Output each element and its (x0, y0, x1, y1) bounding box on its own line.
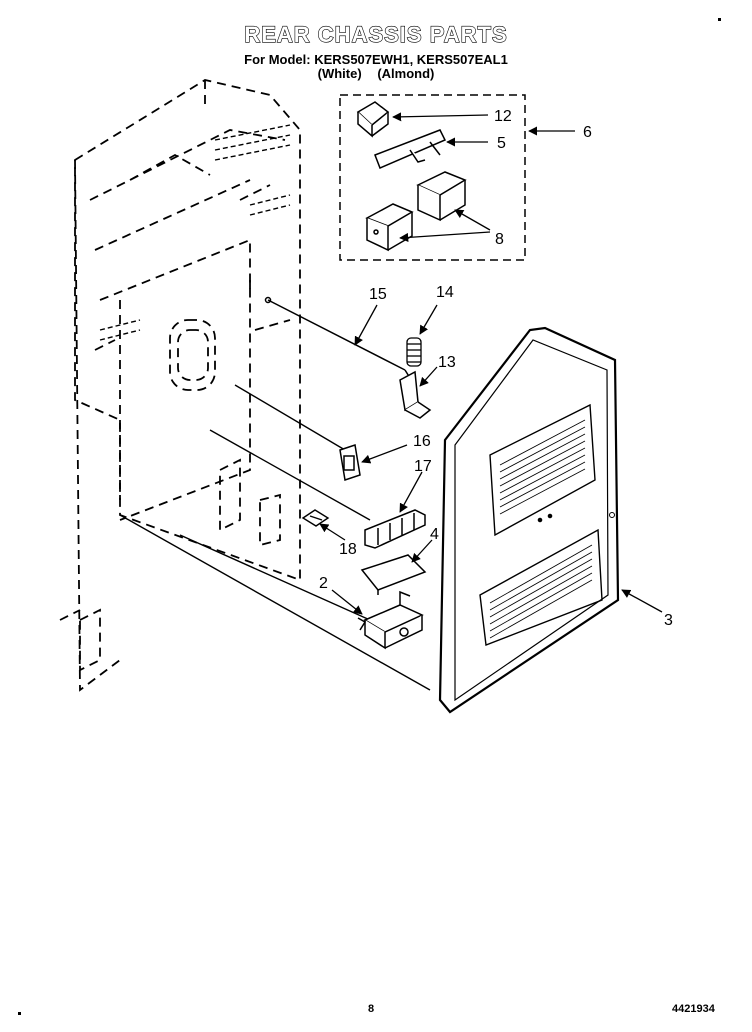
callout-12: 12 (494, 108, 512, 125)
callout-14: 14 (436, 284, 454, 301)
variant-white: (White) (317, 66, 362, 81)
part-2-bracket (357, 590, 424, 650)
rear-frame-lines (119, 384, 431, 691)
part-8-blocks (365, 171, 467, 252)
leader-lines (319, 112, 663, 615)
range-cabinet-outline (59, 79, 301, 692)
registration-mark-bottom (18, 1012, 21, 1015)
callout-18: 18 (339, 541, 357, 558)
variant-almond: (Almond) (377, 66, 435, 81)
variant-line: (White) (Almond) (0, 66, 752, 81)
cabinet-vent-hatching (99, 124, 291, 341)
registration-mark-top (718, 18, 721, 21)
callout-16: 16 (413, 433, 431, 450)
part-5-bracket (374, 129, 447, 169)
kit-box-part-6 (339, 94, 526, 261)
callout-2: 2 (319, 575, 328, 592)
callout-8: 8 (495, 231, 504, 248)
page-number: 8 (368, 1003, 375, 1015)
part-15-wire (264, 296, 412, 383)
callout-17: 17 (414, 458, 432, 475)
part-13-clip (399, 370, 432, 419)
part-17-terminal-block (364, 509, 426, 549)
callout-15: 15 (369, 286, 387, 303)
page-title: REAR CHASSIS PARTS (244, 21, 508, 47)
part-14-spring (406, 337, 422, 367)
document-number: 4421934 (672, 1003, 715, 1015)
model-line: For Model: KERS507EWH1, KERS507EAL1 (244, 52, 508, 67)
callout-5: 5 (497, 135, 506, 152)
callout-13: 13 (438, 354, 456, 371)
part-18-clip (301, 509, 330, 527)
callout-6: 6 (583, 124, 592, 141)
part-12-switch (356, 101, 390, 138)
callout-3: 3 (664, 612, 673, 629)
part-4-plate (360, 554, 427, 595)
callout-4: 4 (430, 526, 439, 543)
rear-panel-part-3 (438, 326, 620, 714)
part-16-connector (339, 444, 361, 481)
